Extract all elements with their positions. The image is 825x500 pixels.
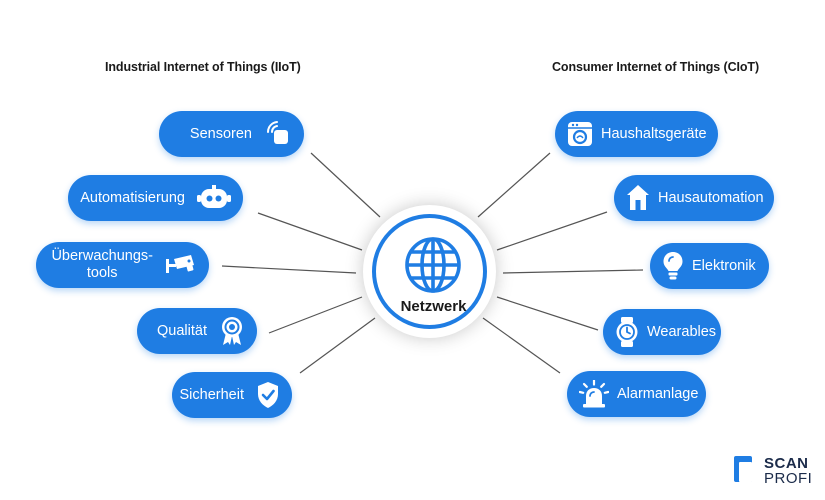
shield-check-icon bbox=[256, 381, 280, 409]
alarm-siren-icon bbox=[579, 380, 609, 408]
pill-label: Qualität bbox=[157, 322, 207, 339]
connector-line bbox=[257, 212, 363, 251]
logo-mark-icon bbox=[734, 456, 756, 486]
pill-automatisierung[interactable]: Automatisierung bbox=[68, 175, 243, 221]
light-bulb-icon bbox=[662, 251, 684, 281]
pill-alarmanlage[interactable]: Alarmanlage bbox=[567, 371, 706, 417]
pill-wearables[interactable]: Wearables bbox=[603, 309, 721, 355]
connector-line bbox=[268, 296, 363, 334]
iiot-heading: Industrial Internet of Things (IIoT) bbox=[105, 60, 301, 74]
pill-label: Hausautomation bbox=[658, 189, 764, 206]
network-hub-ring: Netzwerk bbox=[372, 214, 487, 329]
connector-line bbox=[477, 152, 551, 218]
connector-line bbox=[310, 152, 381, 218]
pill-label: Sensoren bbox=[189, 125, 252, 142]
connector-line bbox=[496, 296, 599, 331]
pill-label: Sicherheit bbox=[179, 386, 244, 403]
pill-label: Wearables bbox=[647, 323, 717, 340]
pill-hausautomation[interactable]: Hausautomation bbox=[614, 175, 774, 221]
logo-line-2: PROFI bbox=[764, 470, 813, 487]
connector-line bbox=[496, 211, 608, 251]
pill-elektronik[interactable]: Elektronik bbox=[650, 243, 769, 289]
house-icon bbox=[626, 184, 650, 212]
pill-sicherheit[interactable]: Sicherheit bbox=[172, 372, 292, 418]
ciot-heading: Consumer Internet of Things (CIoT) bbox=[552, 60, 760, 74]
pill-label: Elektronik bbox=[692, 257, 756, 274]
pill-qualitaet[interactable]: Qualität bbox=[137, 308, 257, 354]
pill-ueberwachungstools[interactable]: Überwachungs- tools bbox=[36, 242, 209, 288]
logo-text: SCAN PROFI bbox=[764, 456, 812, 486]
scanprofi-logo: SCAN PROFI bbox=[734, 456, 812, 486]
washing-machine-icon bbox=[567, 121, 593, 147]
globe-icon bbox=[404, 236, 462, 299]
connector-line bbox=[299, 317, 376, 374]
award-badge-icon bbox=[219, 316, 245, 346]
network-hub-label: Netzwerk bbox=[400, 298, 467, 315]
network-hub: Netzwerk bbox=[363, 205, 496, 338]
logo-line-1: SCAN bbox=[764, 455, 809, 472]
connector-line bbox=[502, 269, 644, 274]
security-camera-icon bbox=[165, 251, 197, 279]
pill-haushaltsgeraete[interactable]: Haushaltsgeräte bbox=[555, 111, 718, 157]
connector-line bbox=[482, 317, 561, 374]
connector-line bbox=[221, 265, 357, 274]
pill-label: Überwachungs- tools bbox=[51, 248, 153, 281]
smartwatch-icon bbox=[615, 317, 639, 347]
pill-label: Alarmanlage bbox=[617, 385, 699, 402]
robot-icon bbox=[197, 185, 231, 211]
pill-label: Automatisierung bbox=[80, 189, 185, 206]
sensor-signal-icon bbox=[264, 120, 292, 148]
pill-sensoren[interactable]: Sensoren bbox=[159, 111, 304, 157]
pill-label: Haushaltsgeräte bbox=[601, 125, 707, 142]
